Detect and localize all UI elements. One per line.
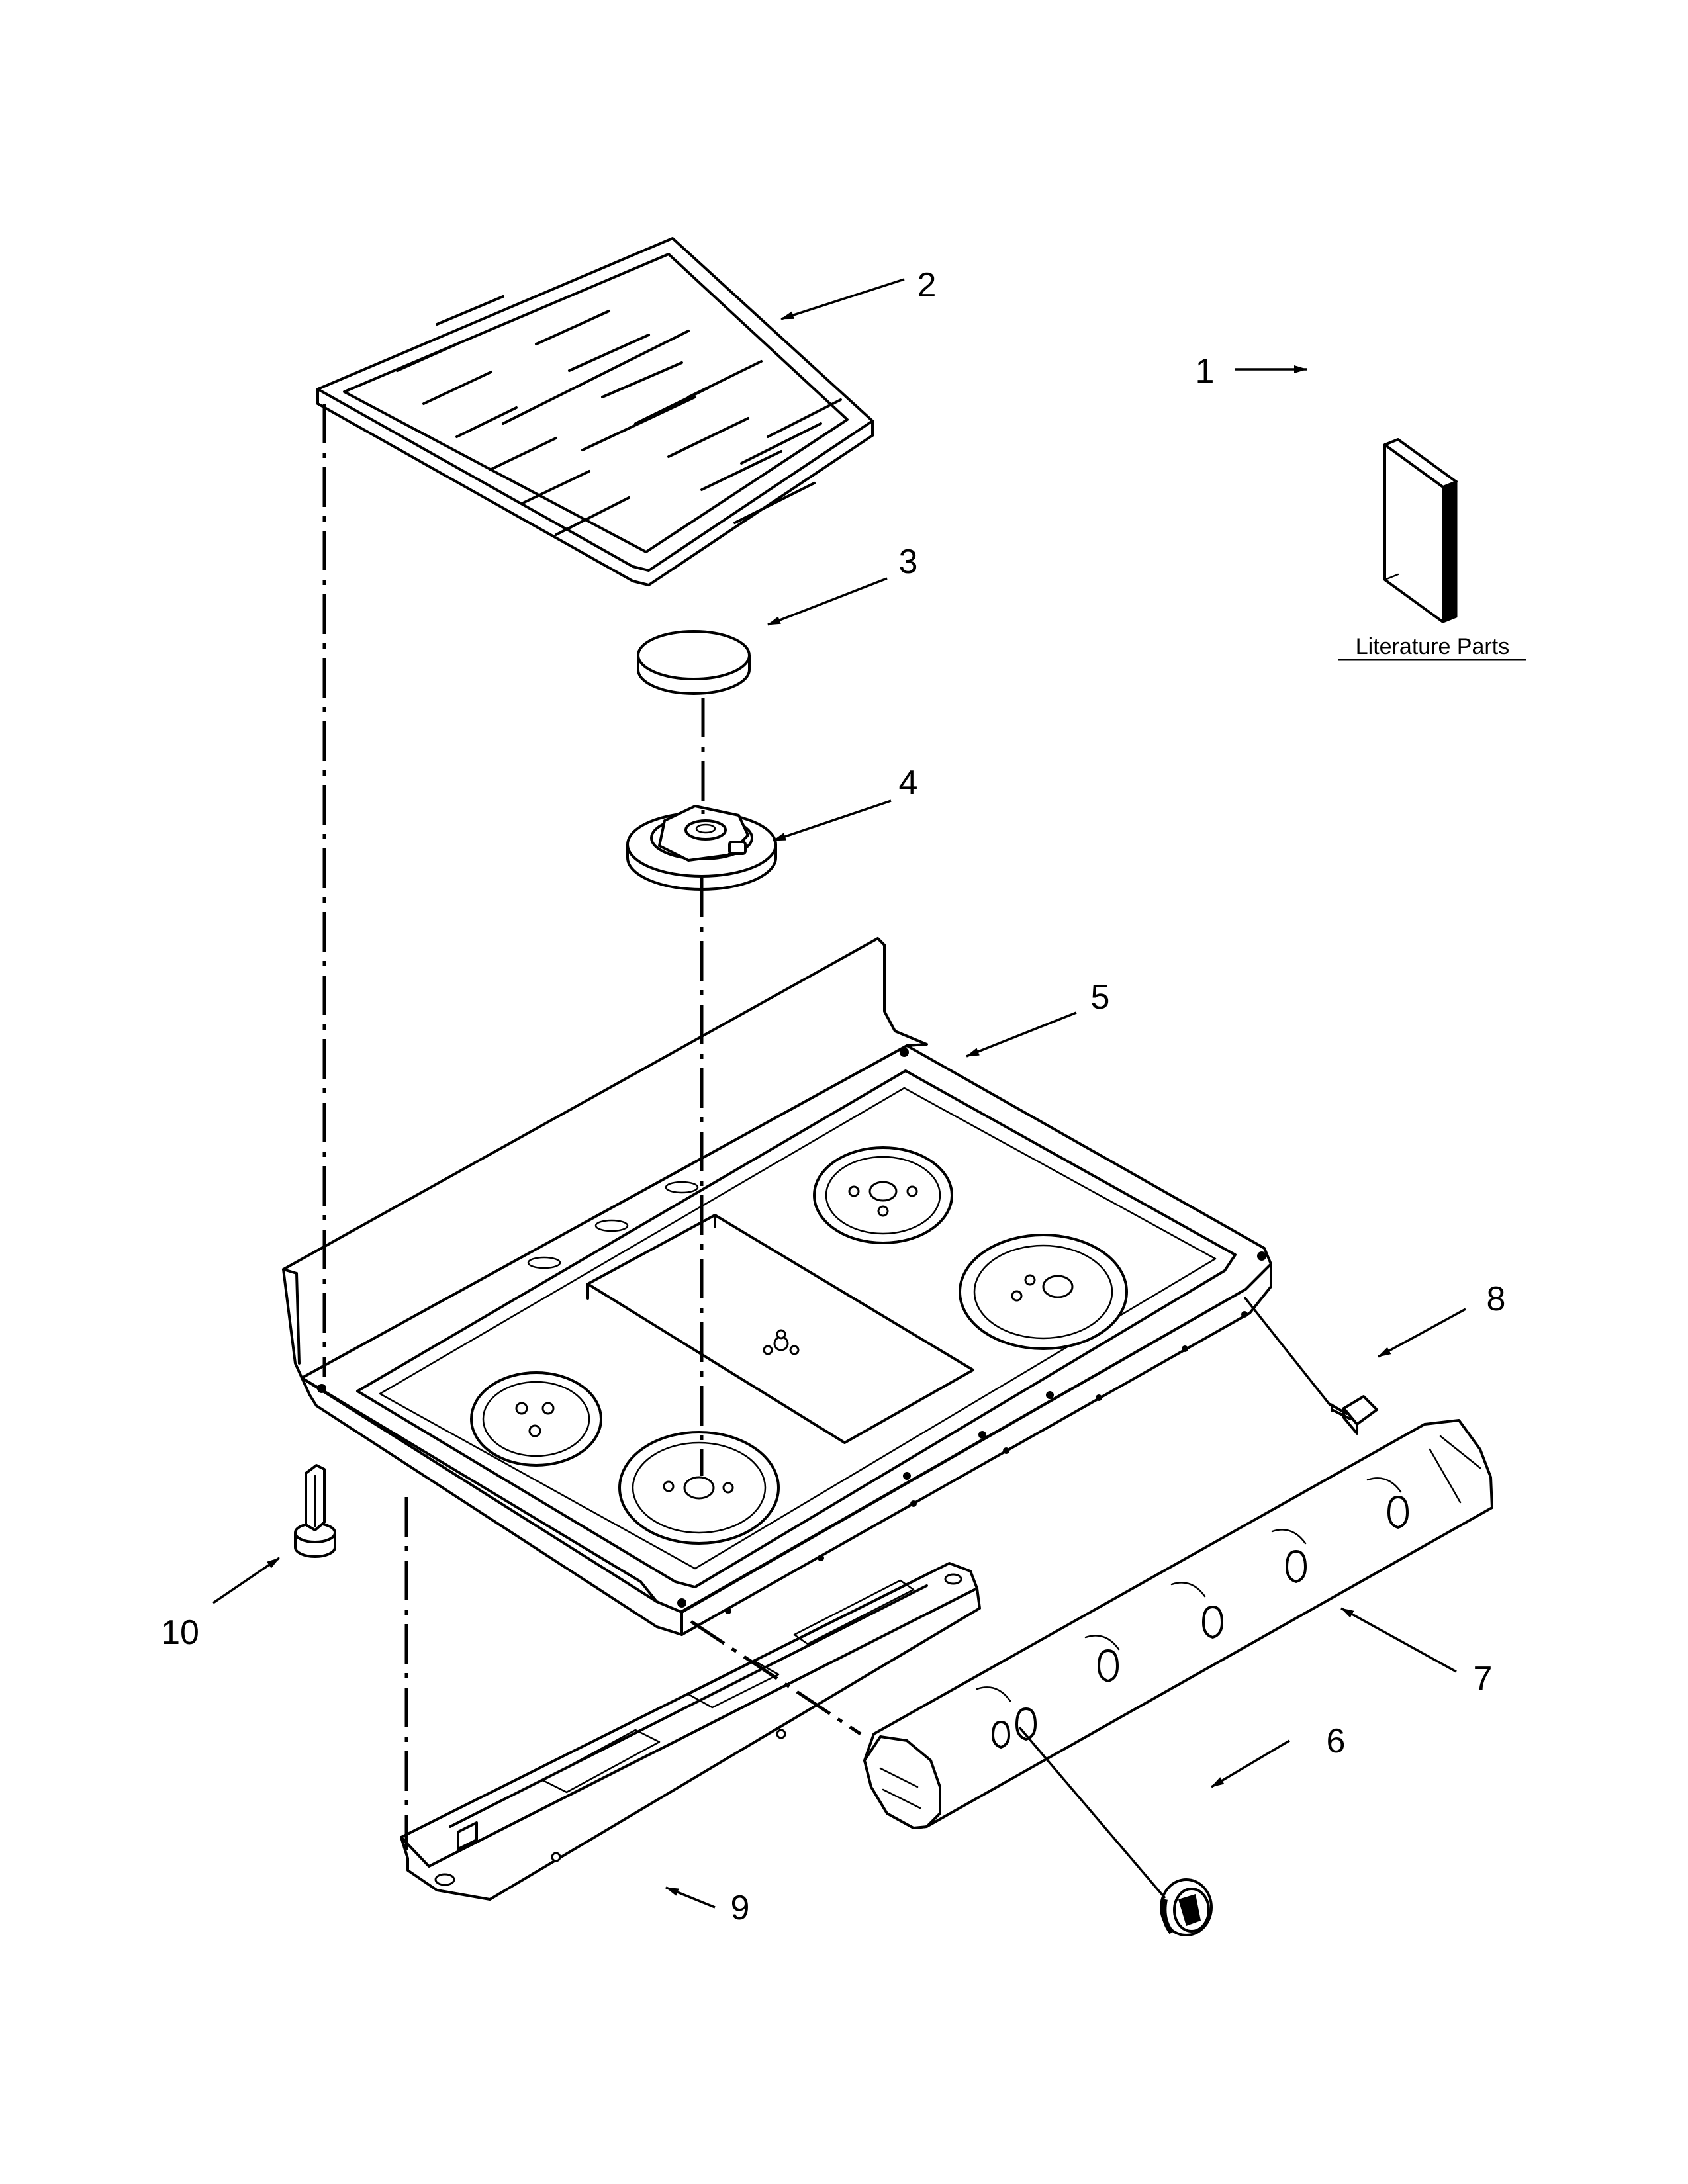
callout-3: 3 [899, 543, 918, 581]
knob-hole-3 [1170, 1582, 1223, 1639]
callout-7: 7 [1474, 1660, 1493, 1698]
assembly-centerlines [322, 404, 1332, 1899]
burner-cap [637, 630, 751, 695]
knob-hole-5 [1366, 1477, 1409, 1529]
cooktop-main-top [282, 937, 1272, 1636]
literature-parts-label: Literature Parts [1356, 634, 1509, 659]
leveling-leg [294, 1464, 336, 1558]
callout-9: 9 [731, 1889, 750, 1927]
callout-4: 4 [899, 764, 918, 802]
burner-base [626, 805, 777, 891]
callout-8: 8 [1487, 1280, 1506, 1318]
center-burner-ports [763, 1329, 800, 1355]
screw [1329, 1395, 1378, 1435]
burner-well-rear-left [470, 1371, 602, 1467]
callout-6: 6 [1327, 1722, 1346, 1760]
callout-1: 1 [1196, 352, 1215, 390]
literature-booklet [1383, 438, 1458, 624]
knob-hole-1 [976, 1686, 1037, 1741]
callout-leaders [212, 278, 1466, 1909]
burner-well-front-right [959, 1234, 1128, 1350]
callout-5: 5 [1091, 978, 1110, 1017]
callout-10: 10 [161, 1614, 199, 1652]
bracket-panel [400, 1562, 981, 1901]
burner-well-front-left [618, 1431, 780, 1545]
burner-well-rear-right [813, 1146, 953, 1244]
control-knob [1160, 1878, 1213, 1936]
control-panel [863, 1419, 1493, 1829]
knob-hole-2 [1084, 1635, 1120, 1682]
knob-hole-4 [1271, 1529, 1307, 1583]
burner-grate [316, 237, 874, 586]
callout-2: 2 [917, 266, 937, 304]
